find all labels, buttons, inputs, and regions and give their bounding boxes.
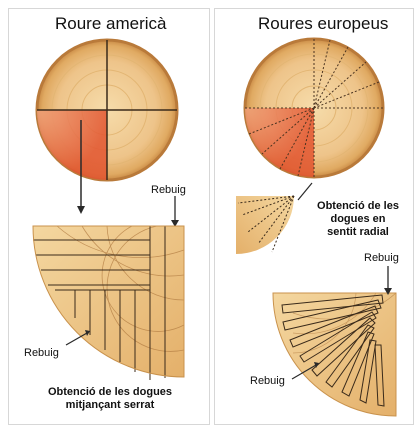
radial-arrow: [298, 183, 312, 200]
left-caption: Obtenció de les dogues mitjançant serrat: [40, 386, 180, 412]
right-caption-line1: Obtenció de les: [310, 200, 406, 213]
right-panel-title: Roures europeus: [258, 14, 388, 34]
right-reject-top-label: Rebuig: [364, 252, 399, 264]
right-reject-bottom-label: Rebuig: [250, 375, 285, 387]
left-reject-top-label: Rebuig: [151, 184, 186, 196]
left-caption-line1: Obtenció de les dogues: [40, 386, 180, 399]
left-reject-bottom-label: Rebuig: [24, 347, 59, 359]
left-caption-line2: mitjançant serrat: [40, 399, 180, 412]
left-panel-title: Roure americà: [55, 14, 167, 34]
right-radial-wedge: [236, 183, 312, 254]
left-log: [37, 40, 177, 180]
right-caption: Obtenció de les dogues en sentit radial: [310, 200, 406, 239]
left-reject-top-arrow: [171, 196, 179, 227]
right-log: [245, 39, 383, 177]
right-reject-top-arrow: [384, 266, 392, 295]
right-caption-line3: sentit radial: [310, 226, 406, 239]
right-quarter-radial: [273, 293, 396, 416]
right-caption-line2: dogues en: [310, 213, 406, 226]
